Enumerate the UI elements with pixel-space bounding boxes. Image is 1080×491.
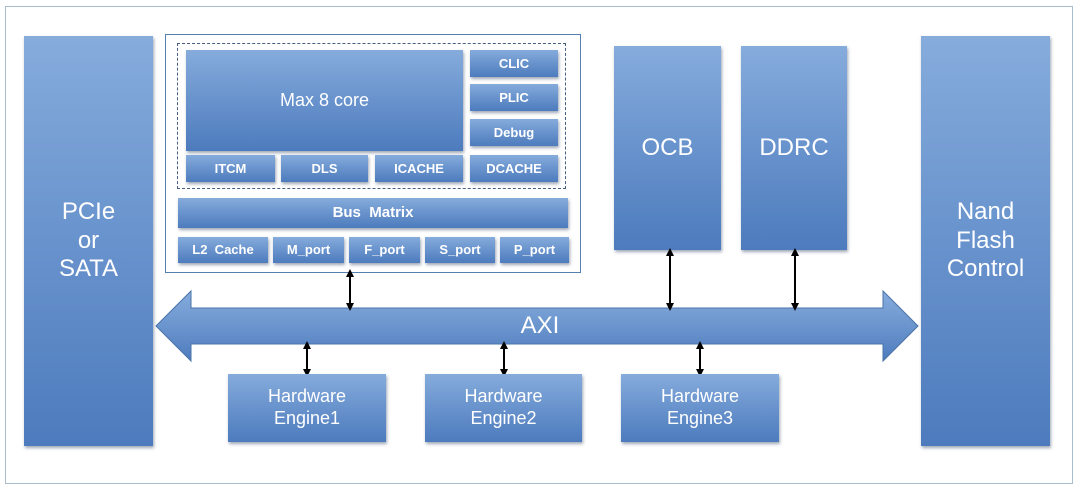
debug-block: Debug (470, 119, 558, 146)
axi-label: AXI (520, 312, 560, 339)
hardware-engine1-block: Hardware Engine1 (228, 374, 386, 442)
ocb-block: OCB (614, 46, 721, 250)
dls-block: DLS (281, 155, 368, 182)
nand-flash-control-block: Nand Flash Control (921, 36, 1050, 446)
dcache-block: DCACHE (470, 155, 558, 182)
icache-block: ICACHE (375, 155, 463, 182)
diagram-frame (5, 6, 1073, 484)
core-cluster-box (177, 43, 566, 189)
m-port-block: M_port (273, 237, 344, 263)
max8-core-block: Max 8 core (186, 50, 463, 151)
plic-block: PLIC (470, 84, 558, 111)
ddrc-block: DDRC (741, 46, 847, 250)
p-port-block: P_port (500, 237, 569, 263)
l2-cache-block: L2 Cache (178, 237, 268, 263)
f-port-block: F_port (349, 237, 420, 263)
itcm-block: ITCM (186, 155, 275, 182)
hardware-engine3-block: Hardware Engine3 (621, 374, 779, 442)
clic-block: CLIC (470, 50, 558, 77)
s-port-block: S_port (425, 237, 495, 263)
pcie-sata-block: PCIe or SATA (24, 36, 153, 446)
hardware-engine2-block: Hardware Engine2 (425, 374, 582, 442)
bus-matrix-block: Bus Matrix (178, 198, 568, 228)
